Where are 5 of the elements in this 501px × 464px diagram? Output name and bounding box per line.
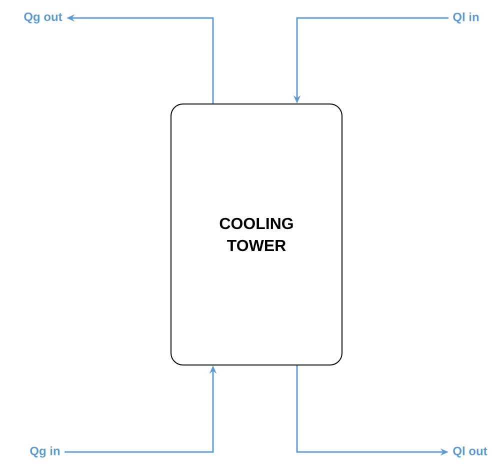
tower-box: COOLING TOWER [170,104,342,366]
flow-label: Qg in [30,446,60,458]
flow-label: Qg out [24,12,62,24]
flow-label: Ql out [453,446,488,458]
flow-label: Ql in [453,12,479,24]
